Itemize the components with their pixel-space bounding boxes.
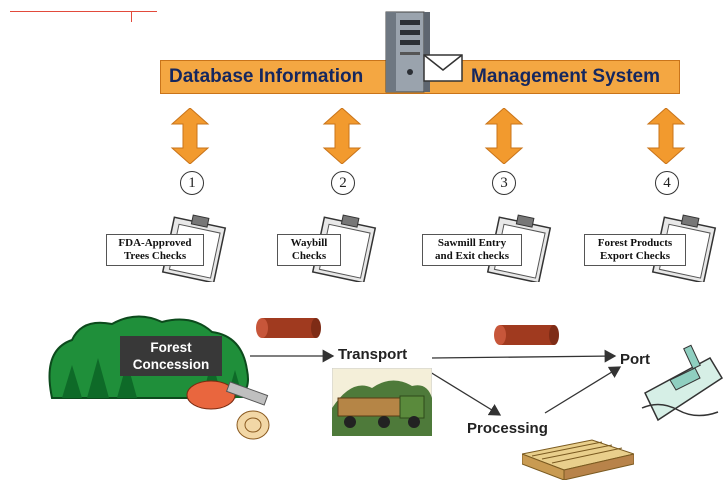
log-icon [494, 325, 559, 345]
step-label-4: Forest Products Export Checks [584, 234, 686, 266]
step-label-3-line1: Sawmill Entry [437, 237, 507, 249]
step-number-3: 3 [492, 171, 516, 195]
ship-icon [641, 344, 724, 422]
forest-label-line1: Forest [150, 340, 192, 355]
banner-right-text: Management System [471, 66, 661, 87]
step-label-3: Sawmill Entry and Exit checks [422, 234, 522, 266]
step-number-1: 1 [180, 171, 204, 195]
step-label-3-line2: and Exit checks [435, 250, 509, 262]
step-label-2-line2: Checks [291, 250, 327, 262]
transport-label: Transport [338, 346, 408, 363]
step-number-2: 2 [331, 171, 355, 195]
server-icon [385, 11, 430, 93]
double-arrow-icon [170, 108, 210, 164]
double-arrow-icon [322, 108, 362, 164]
step-label-2-line1: Waybill [290, 237, 328, 249]
decorative-tick [131, 11, 132, 22]
step-label-1-line2: Trees Checks [123, 250, 187, 262]
step-label-2: Waybill Checks [277, 234, 341, 266]
port-label: Port [620, 351, 650, 368]
double-arrow-icon [484, 108, 524, 164]
forest-label-line2: Concession [132, 357, 210, 372]
chainsaw-icon [186, 380, 270, 440]
step-label-1: FDA-Approved Trees Checks [106, 234, 204, 266]
banner-left-text: Database Information [169, 66, 364, 87]
forest-concession-label: Forest Concession [120, 336, 222, 376]
step-label-1-line1: FDA-Approved [118, 237, 192, 249]
step-label-4-line1: Forest Products [597, 237, 673, 249]
double-arrow-icon [646, 108, 686, 164]
log-icon [256, 318, 321, 338]
envelope-icon [423, 54, 463, 82]
step-label-4-line2: Export Checks [600, 250, 670, 262]
decorative-line [10, 11, 157, 12]
lumber-stack-icon [522, 439, 634, 480]
processing-label: Processing [467, 420, 548, 437]
logging-truck-icon [332, 368, 432, 436]
step-number-4: 4 [655, 171, 679, 195]
